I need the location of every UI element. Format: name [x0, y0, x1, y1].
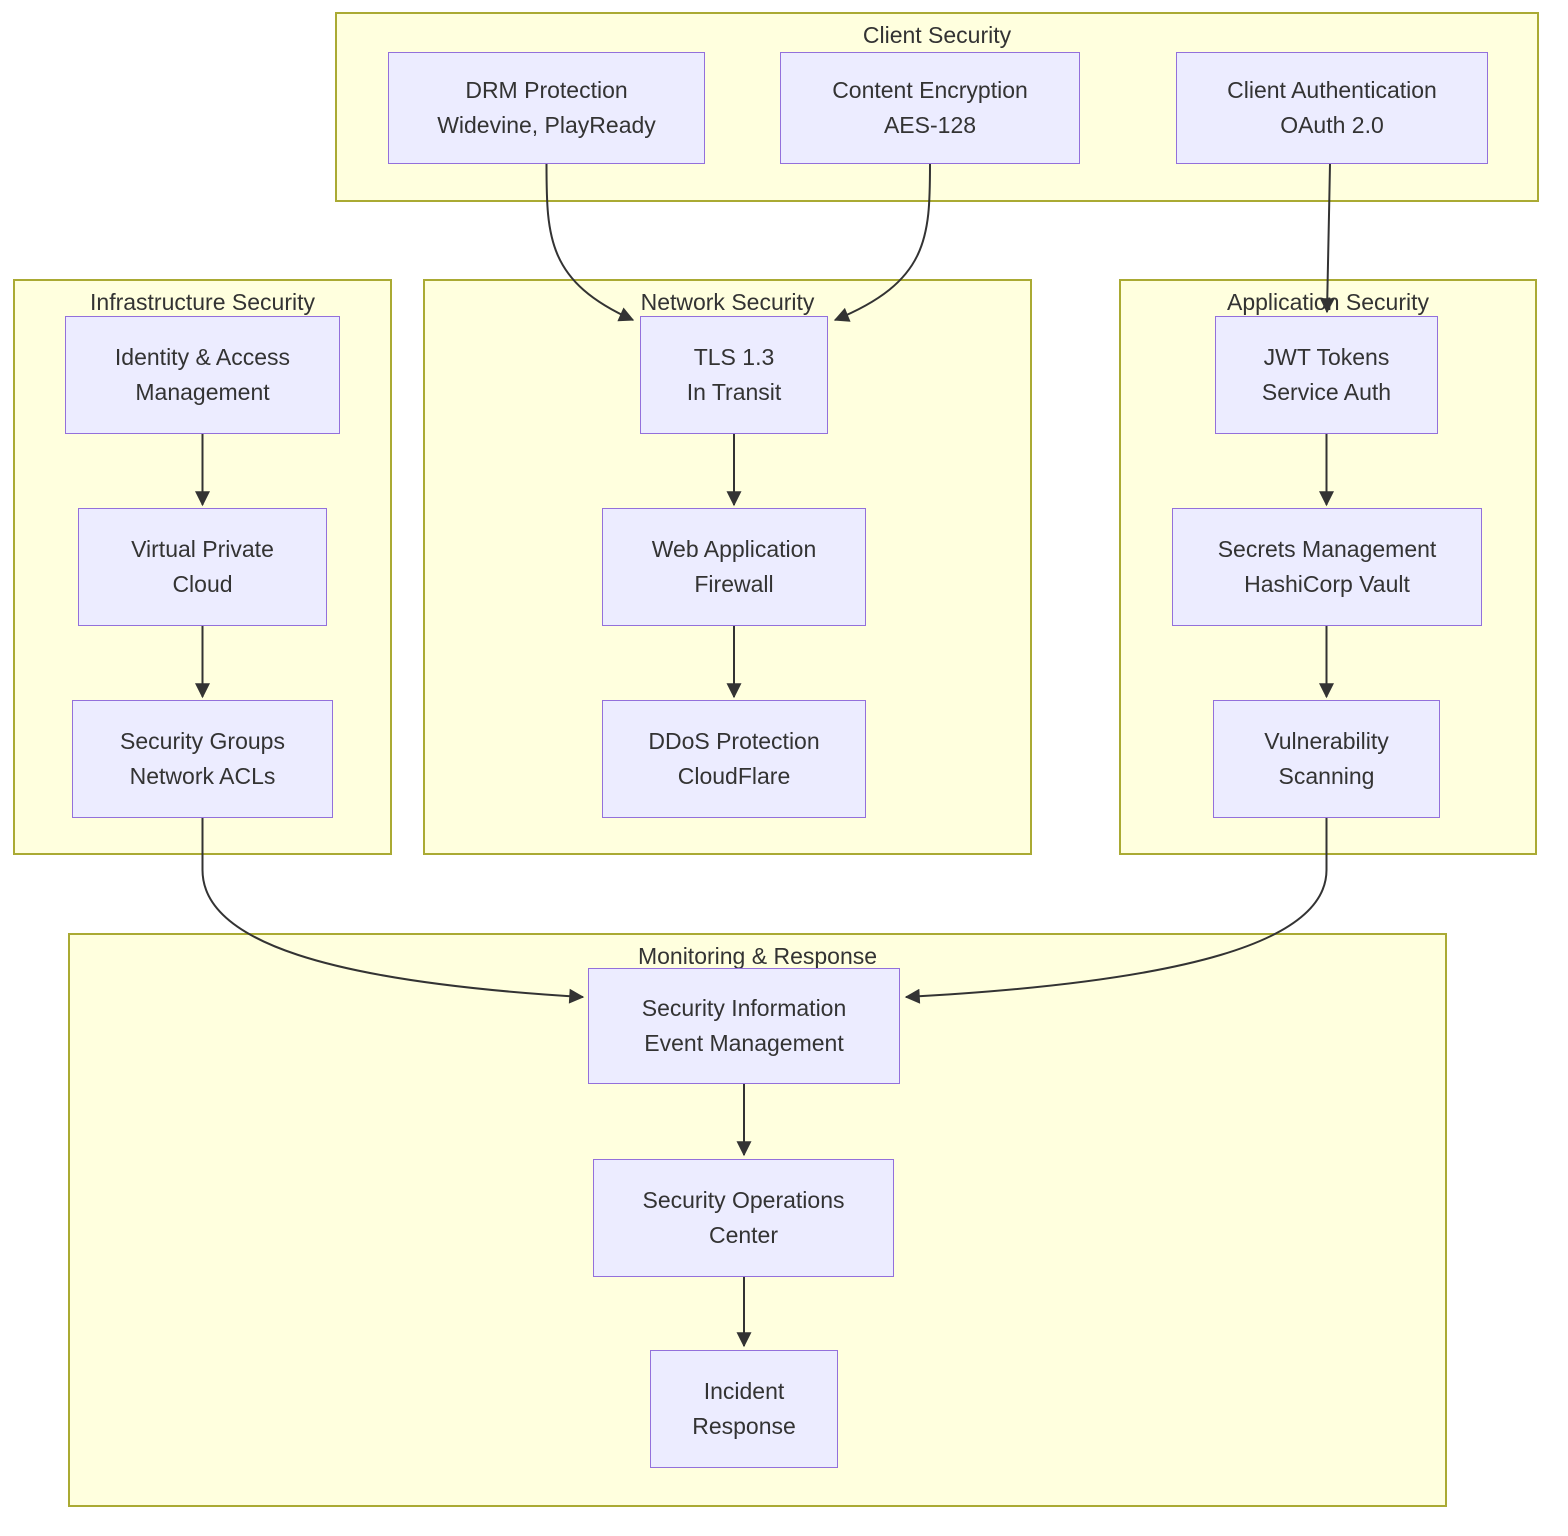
node-line: In Transit: [686, 379, 782, 405]
node-web-application-firewall: Web Application Firewall: [602, 508, 866, 626]
group-title-network-security: Network Security: [640, 289, 815, 315]
group-title-client-security: Client Security: [862, 22, 1012, 48]
edge-auth-to-jwt: [1319, 163, 1335, 314]
node-security-information-event-management: Security Information Event Management: [588, 968, 900, 1084]
node-line: Widevine, PlayReady: [437, 112, 656, 138]
node-virtual-private-cloud: Virtual Private Cloud: [78, 508, 327, 626]
node-line: Web Application: [651, 536, 817, 562]
node-line: Vulnerability: [1264, 728, 1389, 754]
node-ddos-protection-cloudflare: DDoS Protection CloudFlare: [602, 700, 866, 818]
node-incident-response: Incident Response: [650, 1350, 838, 1468]
node-line: Network ACLs: [129, 763, 276, 789]
node-line: OAuth 2.0: [1280, 112, 1384, 138]
node-line: Management: [135, 379, 270, 405]
node-line: Event Management: [644, 1030, 844, 1056]
node-line: Content Encryption: [832, 77, 1028, 103]
group-title-monitoring-response: Monitoring & Response: [637, 943, 878, 969]
node-line: Cloud: [172, 571, 233, 597]
node-line: Security Information: [641, 995, 847, 1021]
node-line: Service Auth: [1261, 379, 1392, 405]
node-security-operations-center: Security Operations Center: [593, 1159, 894, 1277]
node-line: Virtual Private: [131, 536, 274, 562]
node-line: CloudFlare: [677, 763, 791, 789]
node-line: Center: [708, 1222, 779, 1248]
edge-drm-to-tls: [545, 163, 635, 322]
node-line: Identity & Access: [114, 344, 291, 370]
node-line: Client Authentication: [1227, 77, 1437, 103]
node-jwt-tokens-service-auth: JWT Tokens Service Auth: [1215, 316, 1438, 434]
node-line: Security Groups: [120, 728, 285, 754]
node-line: Incident: [703, 1378, 785, 1404]
edge-encryption-to-tls: [833, 163, 931, 322]
node-line: TLS 1.3: [693, 344, 775, 370]
node-line: Scanning: [1278, 763, 1375, 789]
node-line: HashiCorp Vault: [1244, 571, 1410, 597]
node-identity-access-management: Identity & Access Management: [65, 316, 340, 434]
node-tls-in-transit: TLS 1.3 In Transit: [640, 316, 828, 434]
node-secrets-management-vault: Secrets Management HashiCorp Vault: [1172, 508, 1482, 626]
node-line: JWT Tokens: [1263, 344, 1390, 370]
edge-securitygroups-to-siem: [201, 818, 585, 1004]
node-line: Security Operations: [642, 1187, 845, 1213]
node-security-groups-network-acls: Security Groups Network ACLs: [72, 700, 333, 818]
edge-vulnscan-to-siem: [904, 818, 1328, 1004]
node-drm-protection: DRM Protection Widevine, PlayReady: [388, 52, 705, 164]
node-line: Secrets Management: [1217, 536, 1437, 562]
node-line: Firewall: [694, 571, 774, 597]
node-line: AES-128: [883, 112, 977, 138]
node-content-encryption: Content Encryption AES-128: [780, 52, 1080, 164]
node-line: DRM Protection: [465, 77, 628, 103]
group-title-infrastructure-security: Infrastructure Security: [90, 289, 315, 315]
node-client-authentication: Client Authentication OAuth 2.0: [1176, 52, 1488, 164]
node-line: Response: [692, 1413, 796, 1439]
node-line: DDoS Protection: [648, 728, 820, 754]
node-vulnerability-scanning: Vulnerability Scanning: [1213, 700, 1440, 818]
